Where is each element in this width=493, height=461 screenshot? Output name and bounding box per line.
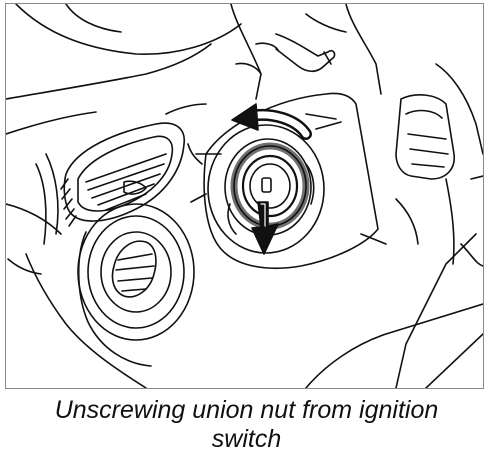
down-arrow-icon — [251, 201, 279, 255]
illustration-frame — [5, 3, 484, 389]
ignition-switch-illustration — [6, 4, 483, 388]
steering-column — [395, 63, 483, 267]
caption-line-2: switch — [211, 425, 282, 453]
rotary-knob — [77, 203, 195, 367]
lever-stalk — [235, 13, 347, 75]
detail-lines — [165, 103, 419, 245]
figure-caption: Unscrewing union nut from ignition switc… — [0, 396, 493, 454]
caption-line-1: Unscrewing union nut from ignition — [54, 396, 439, 424]
curved-arrow-counterclockwise-icon — [231, 103, 312, 140]
dashboard-outline — [6, 4, 483, 388]
air-vent — [35, 122, 185, 245]
